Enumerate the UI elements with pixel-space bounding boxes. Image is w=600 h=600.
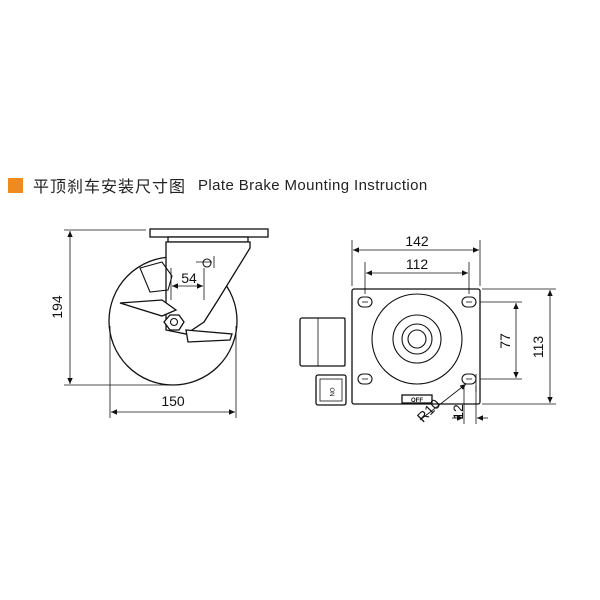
axle — [169, 317, 179, 327]
king-pin — [407, 329, 427, 349]
brake-pedal-inner — [319, 378, 343, 402]
axle-nut — [163, 314, 185, 331]
dim-height-text: 194 — [49, 295, 65, 319]
plate-top-view: ON OFF 142 112 77 — [299, 233, 556, 425]
brake-housing-top — [299, 317, 346, 367]
dim-hole-spacing-y-text: 77 — [497, 333, 513, 349]
mounting-plate — [351, 288, 481, 405]
dim-width-text: 150 — [161, 393, 185, 409]
mount-hole-tl — [357, 296, 373, 308]
brake-pedal-top — [315, 374, 347, 406]
brake-housing-inner — [317, 317, 346, 367]
fork — [165, 241, 251, 335]
dim-hole-size-text: 12 — [450, 404, 466, 420]
brake-pedal-left — [119, 299, 178, 317]
heading-marker — [8, 177, 23, 193]
brake-on-label: ON — [328, 388, 334, 397]
section-heading: 平顶刹车安装尺寸图 Plate Brake Mounting Instructi… — [8, 172, 428, 198]
swivel-ring-outer — [371, 293, 463, 385]
top-plate — [149, 228, 269, 238]
heading-title-english: Plate Brake Mounting Instruction — [198, 176, 428, 194]
dim-plate-height-text: 113 — [530, 336, 546, 359]
caster-side-view: 194 150 54 — [49, 228, 269, 418]
dim-plate-width-text: 142 — [405, 233, 429, 249]
dim-brake-text: 54 — [181, 270, 197, 286]
heading-title-chinese: 平顶刹车安装尺寸图 — [33, 177, 187, 196]
brake-off-tab — [401, 394, 433, 404]
fork-detail — [196, 256, 215, 268]
plate-swivel-ring — [167, 236, 249, 243]
brake-housing — [139, 261, 173, 293]
mount-hole-bl — [357, 373, 373, 385]
swivel-ring-inner — [401, 323, 433, 355]
radius-leader — [419, 383, 467, 421]
swivel-ring-mid — [392, 314, 442, 364]
brake-pedal-right — [185, 329, 233, 343]
mount-hole-tr — [461, 296, 477, 308]
dim-hole-spacing-x-text: 112 — [406, 256, 429, 272]
fork-bolt — [202, 258, 212, 268]
brake-off-label: OFF — [411, 398, 423, 404]
